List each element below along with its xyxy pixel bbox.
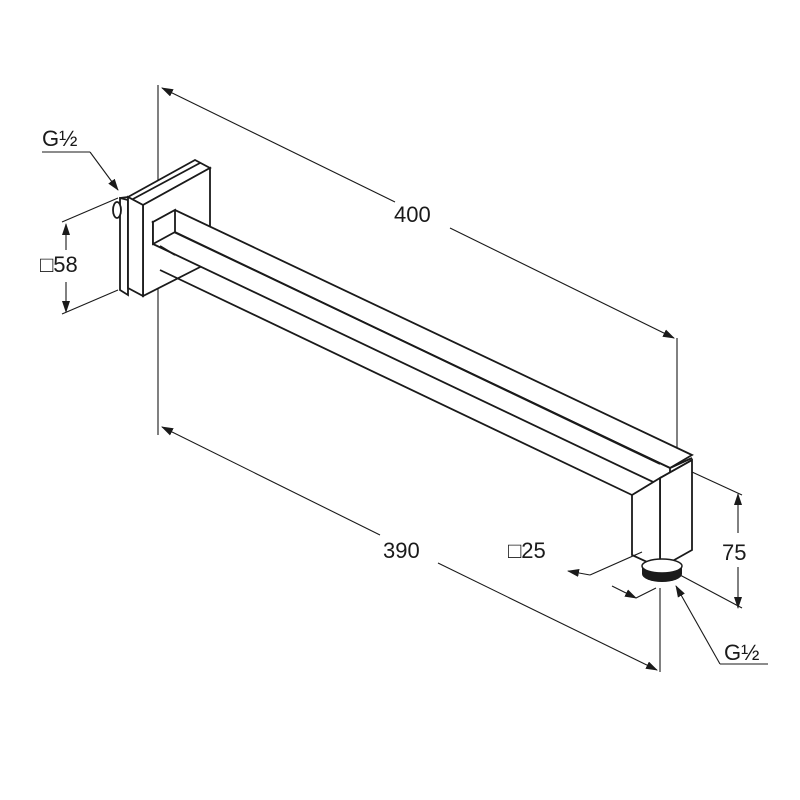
- outlet-nipple: [641, 558, 683, 582]
- shower-arm-drop: [631, 457, 693, 570]
- arm-section-label: □25: [508, 538, 546, 563]
- inlet-thread-label: G½: [42, 126, 77, 151]
- flange-size-label: □58: [40, 252, 78, 277]
- drop-height-label: 75: [722, 540, 746, 565]
- inlet-thread-leader: [42, 151, 119, 191]
- outlet-thread-leader: [675, 585, 768, 665]
- dimension-390: [161, 426, 658, 671]
- arm-length-label: 390: [383, 538, 420, 563]
- shower-arm-horizontal: [151, 208, 694, 496]
- dimension-25: [567, 551, 657, 599]
- total-length-label: 400: [394, 202, 431, 227]
- extension-lines: [61, 85, 743, 672]
- dimension-400: [161, 87, 675, 339]
- outlet-thread-label: G½: [724, 640, 759, 665]
